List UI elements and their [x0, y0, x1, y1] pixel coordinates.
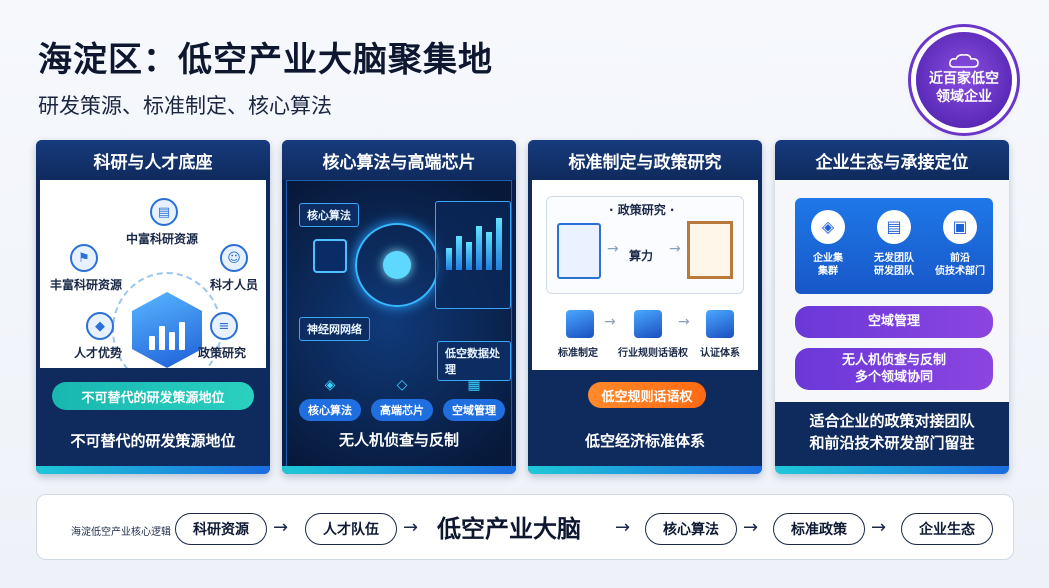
purple-pill-airspace: 空域管理 — [795, 306, 993, 338]
calc-label: 算力 — [629, 249, 654, 263]
certification-icon — [706, 310, 734, 338]
eco-label: 前沿侦技术部门 — [935, 253, 985, 277]
step-label: 认证体系 — [700, 348, 740, 359]
card-lower — [775, 402, 1009, 466]
arrow-icon: → — [403, 517, 419, 538]
rules-cube-icon — [634, 310, 662, 338]
page-subtitle: 研发策源、标准制定、核心算法 — [38, 94, 332, 118]
eco-label: 无发团队研发团队 — [874, 253, 914, 277]
document-icon: ≡ — [210, 312, 238, 340]
flag-icon: ⚑ — [70, 244, 98, 272]
enterprise-seal: 近百家低空 领域企业 — [916, 32, 1012, 128]
card-header: 企业生态与承接定位 — [775, 140, 1009, 180]
card-footer-bar — [282, 466, 516, 474]
card-bottom-text: 适合企业的政策对接团队 和前沿技术研发部门留驻 — [809, 412, 975, 452]
standard-cube-icon — [566, 310, 594, 338]
arrow-icon: → — [669, 241, 681, 257]
pill-high-chip: 高端芯片 — [371, 399, 433, 421]
highlight-pill: 不可替代的研发策源地位 — [52, 382, 254, 410]
card-header: 标准制定与政策研究 — [528, 140, 762, 180]
card-core-algorithm: 核心算法与高端芯片 核心算法 神经网网络 低空数据处理 ◈ ◇ ▦ 核心算法 高… — [282, 140, 516, 474]
book-icon: ▤ — [150, 198, 178, 226]
panel-bar — [476, 226, 482, 270]
node-label: 丰富科研资源 — [50, 278, 123, 292]
flow-node: 企业生态 — [901, 513, 993, 545]
cube-icon: ◈ — [324, 377, 336, 393]
card-bottom-text: 无人机侦查与反制 — [338, 431, 459, 449]
node-label: 中富科研资源 — [126, 232, 199, 246]
card-header: 科研与人才底座 — [36, 140, 270, 180]
tech-screen: 核心算法 神经网网络 低空数据处理 ◈ ◇ ▦ 核心算法 高端芯片 空域管理 无… — [286, 180, 512, 474]
flow-label: 海淀低空产业核心逻辑 — [71, 527, 171, 538]
orange-pill: 低空规则话语权 — [588, 382, 706, 408]
panel-bar — [446, 248, 452, 270]
panel-bar — [486, 232, 492, 270]
page-title: 海淀区：低空产业大脑聚集地 — [38, 40, 493, 80]
card-research-talent: 科研与人才底座 ▤ 中富科研资源 ⚑ 丰富科研资源 ☺ 科才人员 ◆ 人才优势 … — [36, 140, 270, 474]
node-label: 人才优势 — [74, 346, 123, 360]
arrow-icon: → — [604, 314, 616, 330]
card-standards-policy: 标准制定与政策研究 · 政策研究 · → 算力 → 标准制定 → 行业规则话语权… — [528, 140, 762, 474]
card-header: 核心算法与高端芯片 — [282, 140, 516, 180]
policy-box: · 政策研究 · → 算力 → — [546, 196, 744, 294]
tag-neural-network: 神经网网络 — [299, 317, 370, 341]
arrow-icon: → — [273, 517, 289, 538]
radar-icon — [355, 223, 439, 307]
layers-icon: ▤ — [877, 210, 911, 244]
data-panel — [435, 201, 511, 309]
panel-bar — [456, 236, 462, 270]
card-bottom-text: 低空经济标准体系 — [584, 432, 705, 450]
flow-node: 科研资源 — [175, 513, 267, 545]
card-ecosystem: 企业生态与承接定位 ◈ 企业集集群 ▤ 无发团队研发团队 ▣ 前沿侦技术部门 空… — [775, 140, 1009, 474]
cube-icon: ◈ — [811, 210, 845, 244]
card-footer-bar — [36, 466, 270, 474]
tag-data-processing: 低空数据处理 — [437, 341, 511, 381]
document-icon — [557, 223, 601, 279]
policy-title: · 政策研究 · — [609, 203, 675, 217]
chip-icon — [313, 239, 347, 273]
panel-bar — [496, 218, 502, 270]
eco-box: ◈ 企业集集群 ▤ 无发团队研发团队 ▣ 前沿侦技术部门 — [795, 198, 993, 294]
eco-label: 企业集集群 — [813, 253, 843, 277]
logic-flow-bar: 海淀低空产业核心逻辑 科研资源 → 人才队伍 → 低空产业大脑 → 核心算法 →… — [36, 494, 1014, 560]
card-footer-bar — [775, 466, 1009, 474]
arrow-icon: → — [678, 314, 690, 330]
people-icon: ☺ — [220, 244, 248, 272]
step-label: 标准制定 — [558, 348, 598, 359]
flow-node: 人才队伍 — [305, 513, 397, 545]
flow-node: 标准政策 — [773, 513, 865, 545]
arrow-icon: → — [615, 517, 631, 538]
node-label: 政策研究 — [198, 346, 247, 360]
purple-pill-counter: 无人机侦查与反制 多个领域协同 — [795, 348, 993, 390]
arrow-icon: → — [743, 517, 759, 538]
book-icon: ▣ — [943, 210, 977, 244]
card-footer-bar — [528, 466, 762, 474]
flow-node: 核心算法 — [645, 513, 737, 545]
cloud-icon — [949, 54, 979, 68]
step-label: 行业规则话语权 — [618, 348, 688, 359]
pill-airspace: 空域管理 — [443, 399, 505, 421]
tag-core-algorithm: 核心算法 — [299, 203, 359, 227]
card-bottom-text: 不可替代的研发策源地位 — [70, 432, 236, 450]
seal-line1: 近百家低空 — [929, 71, 999, 87]
pill-core-algorithm: 核心算法 — [299, 399, 361, 421]
panel-bar — [466, 242, 472, 270]
flow-center: 低空产业大脑 — [437, 515, 581, 543]
arrow-icon: → — [607, 241, 619, 257]
seal-line2: 领域企业 — [936, 89, 992, 105]
chip-small-icon: ◇ — [396, 377, 408, 393]
arrow-icon: → — [871, 517, 887, 538]
certificate-icon — [687, 221, 733, 279]
stack-icon: ▦ — [467, 377, 481, 393]
node-label: 科才人员 — [210, 278, 259, 292]
shield-icon: ◆ — [86, 312, 114, 340]
